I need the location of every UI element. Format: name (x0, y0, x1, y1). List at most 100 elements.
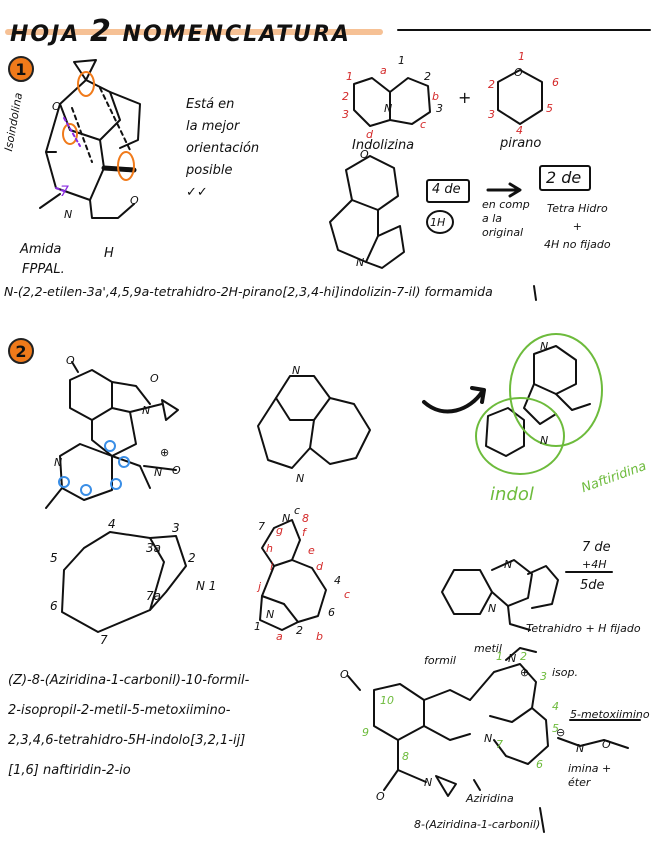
tetra-note-2: + (572, 220, 582, 233)
ind-N: N (384, 102, 392, 115)
pc-N2: N (488, 602, 496, 615)
section-2-number: 2 (8, 338, 34, 364)
ind-label-1: 1 (346, 70, 353, 83)
nt-e: e (308, 544, 315, 557)
s1-O2: O (130, 194, 139, 207)
fs-N: N (508, 652, 516, 665)
tc-N1: N (292, 364, 300, 377)
section-1-name: N-(2,2-etilen-3a',4,5,9a-tetrahidro-2H-p… (4, 284, 493, 299)
fs-O3: O (602, 738, 611, 751)
imina-line: imina + (568, 762, 612, 775)
pentacycle-structure (441, 559, 559, 631)
metil-label: metil (474, 642, 502, 655)
nt-6: 6 (328, 606, 335, 619)
bi-6: 6 (50, 599, 58, 613)
nt-h: h (266, 542, 273, 555)
orientation-line-3: orientación (186, 141, 260, 156)
imina-eter-label: imina + éter (568, 762, 611, 790)
nt-N: N (282, 512, 290, 525)
circle-1h (426, 210, 454, 234)
nt-2: 2 (296, 624, 303, 637)
title-part2: NOMENCLATURA (122, 22, 351, 47)
fs-1: 1 (496, 650, 503, 663)
indolizina-label: Indolizina (352, 138, 415, 153)
nt-a: a (276, 630, 283, 643)
section-1-number: 1 (8, 56, 34, 82)
pir-3: 3 (488, 108, 495, 121)
fpaal-label: FPPAL. (22, 262, 65, 277)
h-label: H (104, 246, 114, 261)
arrow-note-3: original (482, 226, 524, 239)
pir-2: 2 (488, 78, 495, 91)
isop-label: isop. (552, 666, 578, 679)
metoxiimino-label: 5-metoxiimino (570, 708, 650, 721)
orientation-line-4: posible (186, 163, 233, 178)
aziridina-carbonil-brace (539, 807, 545, 833)
fs-3: 3 (540, 670, 547, 683)
aziridina-carbonil-label: 8-(Aziridina-1-carbonil) (414, 818, 541, 831)
tetra-note-1: Tetra Hidro (546, 202, 608, 215)
bicycle-structure (61, 531, 187, 633)
pir-O: O (514, 66, 523, 79)
fs-O2: O (376, 790, 385, 803)
tetra-note-3: 4H no fijado (544, 238, 611, 251)
fs-10: 10 (380, 694, 394, 707)
box-4de (426, 179, 470, 203)
text-plus-4h: +4H (582, 558, 607, 571)
pc-N1: N (504, 558, 512, 571)
s2-N3: N (142, 404, 150, 417)
structure-1-circles (62, 71, 135, 181)
s2-O3: O (150, 372, 159, 385)
nt-N2: N (266, 608, 274, 621)
s1-N: N (64, 208, 72, 221)
arrow-right (486, 182, 522, 198)
text-5de: 5de (580, 578, 605, 593)
nt-4: 4 (334, 574, 341, 587)
fs-6: 6 (536, 758, 543, 771)
pirano-label: pirano (500, 136, 542, 151)
tri-N: N (356, 256, 364, 269)
ind-label-d: d (366, 128, 374, 141)
name2-line-3: 2,3,4,6-tetrahidro-5H-indolo[3,2,1-ij] (8, 733, 246, 748)
numbered-tetracycle (259, 519, 327, 631)
box-2de (539, 165, 591, 191)
fs-O: O (340, 668, 349, 681)
tri-O: O (360, 148, 369, 161)
green-outlines (475, 333, 603, 475)
ind-label-6: 3 (436, 102, 443, 115)
final-structure (347, 647, 629, 797)
nt-c: c (294, 504, 300, 517)
orientation-line-2: la mejor (186, 119, 240, 134)
title-number: 2 (90, 14, 113, 49)
section-2-name: (Z)-8-(Aziridina-1-carbonil)-10-formil- … (8, 666, 249, 786)
title-part1: HOJA (10, 22, 81, 47)
aziridina-label: Aziridina (466, 792, 514, 805)
nt-8: 8 (302, 512, 309, 525)
structure-1-dashes (55, 117, 81, 193)
ind-label-3: 3 (342, 108, 349, 121)
nt-d: d (316, 560, 324, 573)
ind-label-5: 2 (424, 70, 431, 83)
fs-4: 4 (552, 700, 559, 713)
fs-N2: N (484, 732, 492, 745)
pir-6: 6 (552, 76, 559, 89)
nt-1: 1 (254, 620, 261, 633)
bi-4: 4 (108, 517, 116, 531)
box-2de-text: 2 de (546, 168, 582, 187)
plus-sign: + (458, 88, 472, 107)
nt-c2: c (344, 588, 350, 601)
structure-1-main (39, 59, 141, 219)
bi-7: 7 (100, 633, 108, 647)
tetra-note: Tetra Hidro + 4H no fijado (544, 200, 611, 254)
fs-N3: N (424, 776, 432, 789)
bi-3a: 3a (146, 541, 161, 555)
orientation-line-1: Está en (186, 97, 235, 112)
nt-f: f (302, 526, 308, 539)
nt-g: g (276, 524, 283, 537)
arrow-note: en comp a la original (482, 198, 530, 240)
indol-label: indol (490, 484, 534, 505)
ind-label-a: a (380, 64, 387, 77)
s1-O: O (52, 100, 61, 113)
tetracycle-structure (257, 375, 371, 469)
